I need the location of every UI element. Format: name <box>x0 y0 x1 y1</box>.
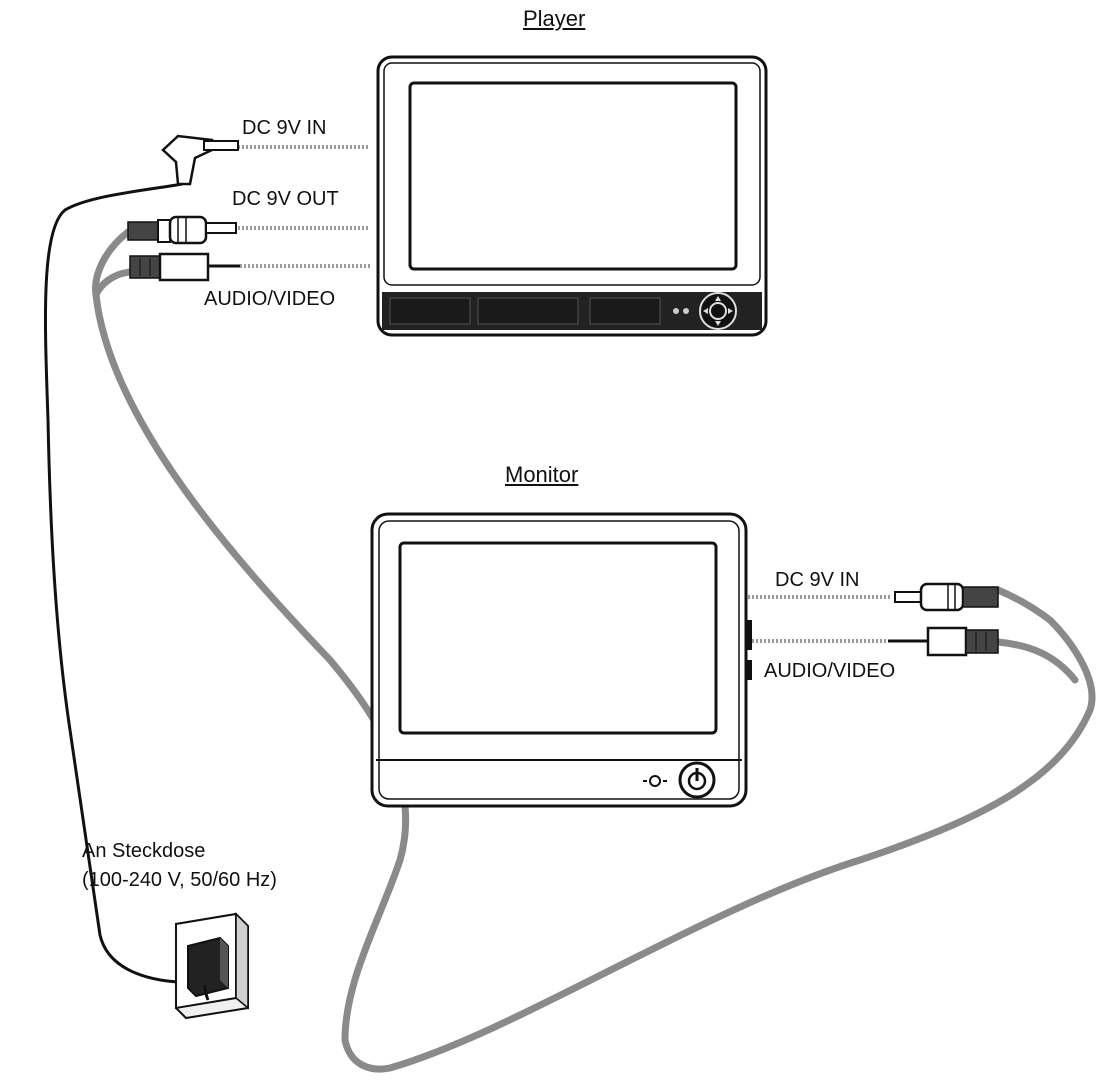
monitor-av-label: AUDIO/VIDEO <box>764 660 896 682</box>
monitor-dc-in-plug-icon <box>894 582 999 612</box>
power-supply-label-line2: (100-240 V, 50/60 Hz) <box>82 869 277 891</box>
player-av-plug-icon <box>129 252 240 282</box>
player-dc-in-plug-icon <box>161 134 239 186</box>
av-cable-loop <box>92 228 1096 1073</box>
player-dc-in-label: DC 9V IN <box>242 117 327 139</box>
connection-lines <box>238 145 890 643</box>
player-av-label: AUDIO/VIDEO <box>204 288 336 310</box>
power-cable <box>43 182 207 984</box>
monitor-av-plug-icon <box>888 626 999 657</box>
wall-socket-adapter-icon <box>175 912 249 1020</box>
player-title: Player <box>523 6 586 31</box>
monitor-device <box>370 512 752 808</box>
monitor-dc-in-label: DC 9V IN <box>775 569 860 591</box>
player-device <box>376 55 768 337</box>
player-dc-out-label: DC 9V OUT <box>232 188 339 210</box>
monitor-title: Monitor <box>505 462 579 487</box>
monitor-brightness-icon <box>643 775 667 787</box>
monitor-power-button-icon <box>678 761 716 799</box>
player-dc-out-plug-icon <box>127 215 237 245</box>
power-supply-label-line1: An Steckdose <box>82 840 206 862</box>
